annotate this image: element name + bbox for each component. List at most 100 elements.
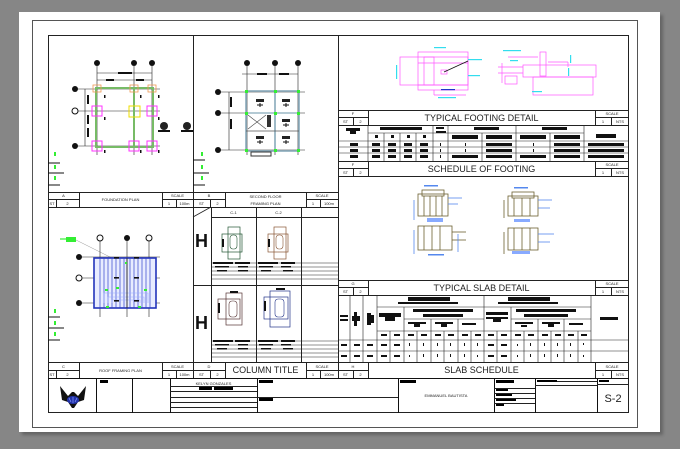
firm-logo-icon [60,386,86,408]
sheet-no: 2 [216,200,219,206]
strip-div [176,370,177,378]
strip-div [368,362,369,378]
strip-div [193,370,225,371]
strip-div [225,362,226,378]
sched-footing-top [338,161,629,162]
title-strip-top-c [48,362,193,363]
scale-value-b: NTS [616,118,624,124]
redacted-block [100,380,108,383]
redacted-block [496,389,508,391]
panel-title-column-title: COLUMN TITLE [232,365,299,375]
sheet-no: 2 [359,288,362,294]
column-header-c1: C-1 [230,209,237,215]
tb-line [557,381,597,382]
strip-div [79,362,80,378]
column-grid-h [211,217,338,218]
slab-title-top [338,280,629,281]
tb-line [597,384,629,385]
ref-letter: B [207,193,211,198]
title-strip-top-a [48,192,193,193]
roof-framing-plan-drawing [48,234,160,341]
strip-div [368,110,369,125]
scale-label: SCALE [170,193,185,198]
scale-value-b: 100m [179,200,190,206]
title-strip-top-d [193,362,338,363]
scale-value-a: 1 [601,371,605,377]
tb-line [535,385,597,386]
ref-letter: D [207,363,211,369]
scale-value-a: 1 [167,200,171,206]
tb-div [597,378,598,413]
tb-line [170,386,257,387]
redacted-block [259,380,273,383]
tb-div [132,378,133,413]
panel-title-schedule-of-footing: SCHEDULE OF FOOTING [427,163,536,174]
scale-value-a: 1 [311,371,315,377]
sheet-code: ST [49,200,55,206]
scale-value-b: NTS [616,169,624,175]
scale-value-b: 100m [323,200,334,206]
ref-letter: F [351,111,355,116]
redacted-block [496,380,514,383]
strip-div [611,370,612,378]
title-strip-top-b [193,192,338,193]
column-header-c2: C-2 [275,209,282,215]
footing-title-bottom [338,125,629,126]
redacted-block [496,404,504,406]
ref-letter: G [351,281,355,286]
sheet-number: S-2 [604,393,622,405]
sheet-no: 2 [359,371,362,377]
second-floor-framing-plan-drawing [193,60,305,186]
scale-value-a: 1 [601,118,605,124]
column-grid-h [193,285,338,286]
strip-div [353,287,354,295]
tb-line [494,393,535,394]
sheet-no: 2 [66,371,69,377]
strip-div [320,199,321,207]
strip-div [595,370,629,371]
strip-div [176,199,177,207]
strip-div [48,199,79,200]
ref-letter: C [62,363,65,369]
slab-sched-top [338,362,629,363]
scale-label: SCALE [170,363,185,369]
strip-div [353,370,354,378]
typical-footing-detail-drawing [396,47,597,99]
checked-by-name: EMMANUEL BAUTISTA [424,392,468,398]
panel-title-slab-schedule: SLAB SCHEDULE [444,365,519,375]
strip-div [210,199,211,207]
sheet-code: ST [49,371,55,377]
divider-v2 [338,35,339,378]
sheet-code: ST [342,169,349,175]
ref-letter: H [351,363,355,369]
sheet-no: 2 [359,118,362,124]
sheet-no: 2 [216,371,219,377]
footing-title-top [338,110,629,111]
column-grid-v [301,207,302,362]
redacted-block [400,380,416,383]
title-strip-bottom-a [48,207,193,208]
tb-div [170,378,171,413]
scale-value-a: 1 [167,371,171,377]
tb-line [494,403,535,404]
redacted-block [259,398,273,401]
redacted-block [214,387,233,390]
strip-div [595,287,629,288]
strip-div [368,280,369,295]
strip-div [48,370,79,371]
slab-title-bottom [338,295,629,296]
tb-div [535,378,536,413]
foundation-plan-drawing [48,60,193,186]
scale-value-a: 1 [601,288,605,294]
sched-footing-bottom [338,176,629,177]
panel-title-foundation-plan: FOUNDATION PLAN [101,197,140,202]
strip-div [353,168,354,176]
ref-letter: A [62,193,65,198]
svg-text:H: H [195,313,208,333]
strip-div [595,168,629,169]
scale-label: SCALE [605,111,619,116]
panel-title-typical-slab-detail: TYPICAL SLAB DETAIL [433,282,530,293]
scale-label: SCALE [315,193,329,198]
tb-line [170,397,257,398]
scale-label: SCALE [605,363,619,369]
